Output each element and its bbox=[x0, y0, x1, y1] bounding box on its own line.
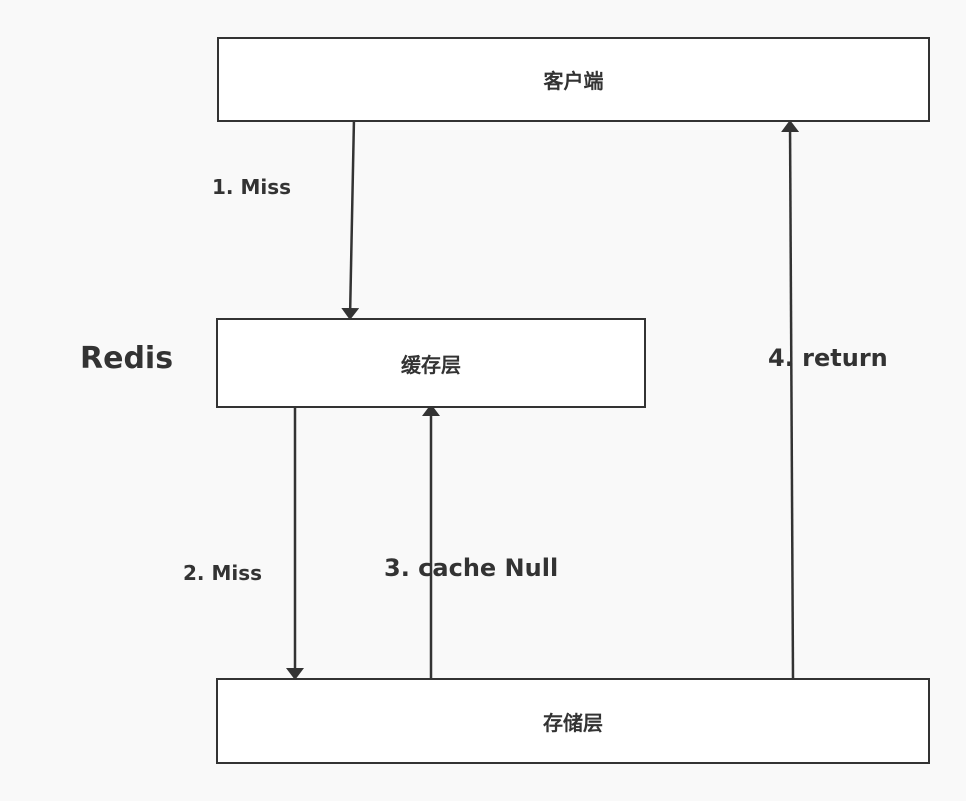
cache-layer-node-label: 缓存层 bbox=[401, 352, 461, 377]
step4-label: 4. return bbox=[768, 344, 888, 372]
step1-label: 1. Miss bbox=[212, 175, 292, 199]
step3-label: 3. cache Null bbox=[384, 554, 559, 582]
step2-label: 2. Miss bbox=[183, 561, 263, 585]
storage-layer-node-label: 存储层 bbox=[543, 710, 603, 735]
redis-label: Redis bbox=[80, 341, 174, 376]
storage-layer-node: 存储层 bbox=[216, 678, 930, 764]
cache-layer-node: 缓存层 bbox=[216, 318, 646, 408]
client-node: 客户端 bbox=[217, 37, 930, 122]
arrow-storage-to-client bbox=[781, 120, 800, 679]
arrow-client-to-cache bbox=[341, 117, 360, 320]
client-node-label: 客户端 bbox=[543, 69, 604, 93]
